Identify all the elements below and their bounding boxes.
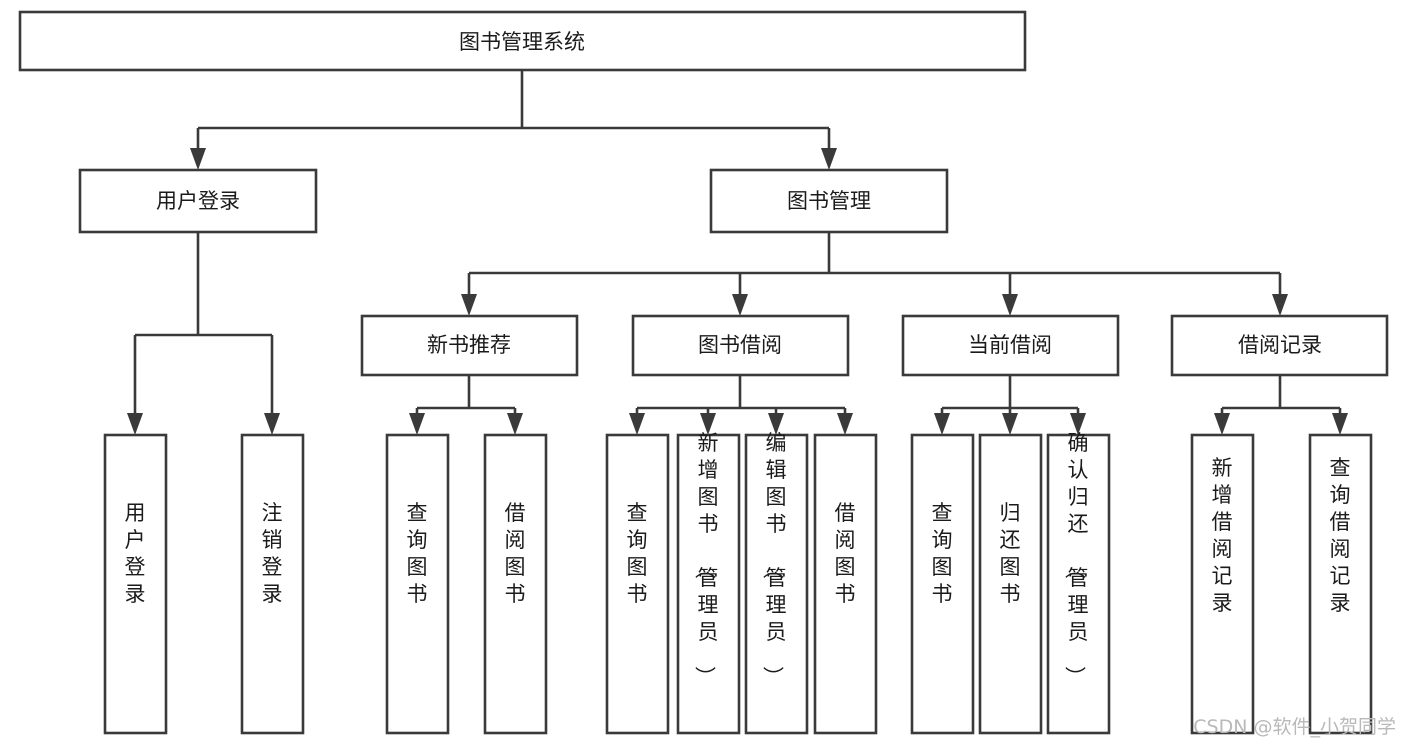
arrow-head-bookmgmt-4 (1272, 294, 1288, 316)
node-book-management[interactable]: 图书管理 (709, 168, 949, 234)
leaf-book-borrow-borrow-box[interactable] (813, 433, 878, 735)
node-root-box[interactable] (18, 10, 1027, 72)
arrow-head-currentborrow-2 (1002, 413, 1018, 435)
arrow-head-userlogin-1 (127, 413, 143, 435)
arrow-head-bookmgmt-1 (461, 294, 477, 316)
arrow-head-borrowrecord-1 (1214, 413, 1230, 435)
leaf-current-borrow-query[interactable]: 查询图书 (910, 433, 975, 735)
leaf-user-login-logout[interactable]: 注销登录 (240, 433, 305, 735)
leaf-borrow-record-add-box[interactable] (1190, 433, 1255, 735)
node-borrow-record[interactable]: 借阅记录 (1170, 314, 1389, 377)
leaf-current-borrow-return[interactable]: 归还图书 (978, 433, 1043, 735)
connectors-root-to-level2 (190, 70, 837, 170)
leaf-new-book-borrow-label: 借阅图书 (505, 501, 526, 606)
leaf-new-book-query[interactable]: 查询图书 (385, 433, 450, 735)
node-book-borrow-label: 图书借阅 (698, 333, 782, 357)
arrow-head-bookborrow-2 (700, 413, 716, 435)
arrow-head-newbook-1 (409, 413, 425, 435)
leaf-book-borrow-borrow-label: 借阅图书 (835, 501, 856, 606)
leaf-borrow-record-query-box[interactable] (1308, 433, 1373, 735)
node-new-book-recommend[interactable]: 新书推荐 (360, 314, 579, 377)
leaf-current-borrow-return-label: 归还图书 (1000, 501, 1021, 606)
arrow-head-bookmgmt-3 (1002, 294, 1018, 316)
leaf-new-book-query-label: 查询图书 (407, 501, 428, 606)
node-user-login[interactable]: 用户登录 (78, 168, 318, 234)
node-current-borrow[interactable]: 当前借阅 (901, 314, 1120, 377)
leaf-book-borrow-edit-label: 编辑图书（管理员） (761, 431, 787, 687)
node-new-book-recommend-box[interactable] (360, 314, 579, 377)
leaf-current-borrow-query-label: 查询图书 (932, 501, 953, 606)
leaf-book-borrow-query[interactable]: 查询图书 (605, 433, 670, 735)
leaf-new-book-query-box[interactable] (385, 433, 450, 735)
node-book-management-box[interactable] (709, 168, 949, 234)
leaf-current-borrow-confirm[interactable]: 确认归还（管理员） (1046, 431, 1111, 735)
node-borrow-record-box[interactable] (1170, 314, 1389, 377)
leaf-user-login-login[interactable]: 用户登录 (103, 433, 168, 735)
connectors-newbook-to-leaves (409, 375, 523, 435)
arrow-head-bookmgmt-2 (732, 294, 748, 316)
connectors-currentborrow-to-leaves (934, 375, 1086, 435)
leaf-new-book-borrow-box[interactable] (483, 433, 548, 735)
node-book-borrow-box[interactable] (631, 314, 850, 377)
leaf-borrow-record-add-label: 新增借阅记录 (1212, 456, 1233, 615)
node-book-management-label: 图书管理 (787, 189, 871, 213)
leaf-borrow-record-query-label: 查询借阅记录 (1330, 456, 1351, 615)
arrow-head-root-2 (821, 148, 837, 170)
arrow-head-bookborrow-3 (768, 413, 784, 435)
node-borrow-record-label: 借阅记录 (1238, 333, 1322, 357)
leaf-user-login-login-box[interactable] (103, 433, 168, 735)
arrow-head-root-1 (190, 148, 206, 170)
leaf-current-borrow-confirm-box[interactable] (1046, 433, 1111, 735)
leaf-book-borrow-borrow[interactable]: 借阅图书 (813, 433, 878, 735)
node-current-borrow-box[interactable] (901, 314, 1120, 377)
leaf-book-borrow-edit[interactable]: 编辑图书（管理员） (744, 431, 809, 735)
arrow-head-userlogin-2 (264, 413, 280, 435)
leaf-user-login-logout-label: 注销登录 (262, 501, 283, 606)
leaf-user-login-login-label: 用户登录 (125, 501, 146, 606)
arrow-head-bookborrow-4 (837, 413, 853, 435)
leaf-book-borrow-query-label: 查询图书 (627, 501, 648, 606)
arrow-head-currentborrow-1 (934, 413, 950, 435)
node-user-login-label: 用户登录 (156, 189, 240, 213)
leaf-borrow-record-query[interactable]: 查询借阅记录 (1308, 433, 1373, 735)
connectors-bookborrow-to-leaves (629, 375, 853, 435)
leaf-borrow-record-add[interactable]: 新增借阅记录 (1190, 433, 1255, 735)
node-current-borrow-label: 当前借阅 (968, 333, 1052, 357)
leaf-user-login-logout-box[interactable] (240, 433, 305, 735)
leaf-book-borrow-add-label: 新增图书（管理员） (693, 431, 719, 687)
leaf-current-borrow-return-box[interactable] (978, 433, 1043, 735)
node-root[interactable]: 图书管理系统 (18, 10, 1027, 72)
node-book-borrow[interactable]: 图书借阅 (631, 314, 850, 377)
leaf-book-borrow-add-box[interactable] (676, 433, 741, 735)
node-user-login-box[interactable] (78, 168, 318, 234)
leaf-book-borrow-add[interactable]: 新增图书（管理员） (676, 431, 741, 735)
csdn-watermark: CSDN @软件_小贺同学 (1193, 716, 1396, 738)
leaf-new-book-borrow[interactable]: 借阅图书 (483, 433, 548, 735)
leaf-book-borrow-query-box[interactable] (605, 433, 670, 735)
node-root-label: 图书管理系统 (459, 30, 585, 54)
leaf-current-borrow-query-box[interactable] (910, 433, 975, 735)
arrow-head-bookborrow-1 (629, 413, 645, 435)
node-new-book-recommend-label: 新书推荐 (427, 333, 511, 357)
arrow-head-currentborrow-3 (1070, 413, 1086, 435)
arrow-head-newbook-2 (507, 413, 523, 435)
leaf-current-borrow-confirm-label: 确认归还（管理员） (1063, 431, 1089, 687)
connectors-borrowrecord-to-leaves (1214, 375, 1348, 435)
arrow-head-borrowrecord-2 (1332, 413, 1348, 435)
connectors-bookmgmt-to-level3 (461, 232, 1288, 316)
connectors-userlogin-to-leaves (127, 232, 280, 435)
leaf-book-borrow-edit-box[interactable] (744, 433, 809, 735)
